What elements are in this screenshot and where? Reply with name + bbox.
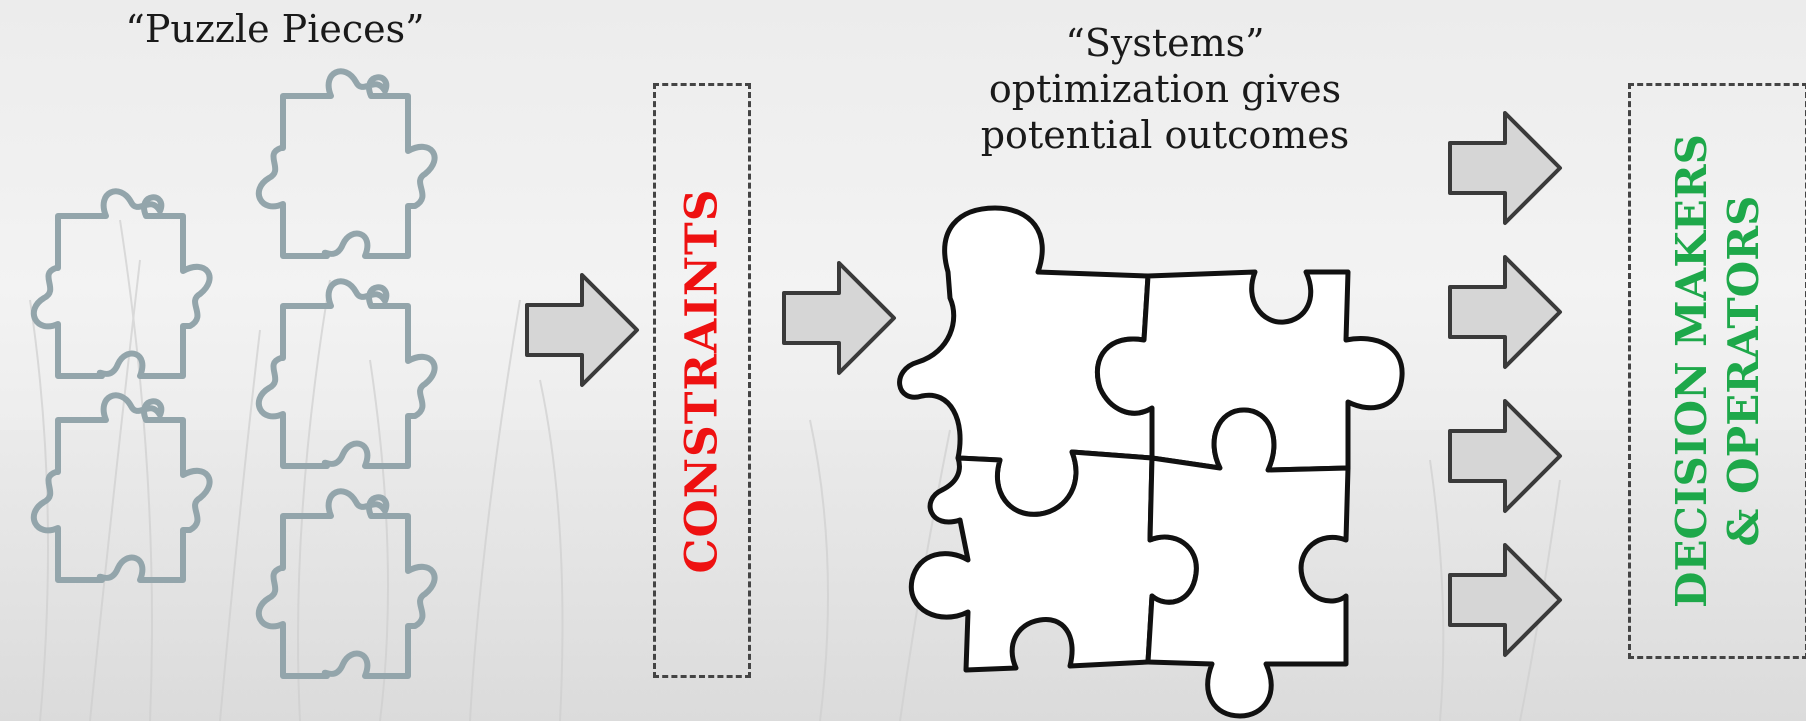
systems-title: “Systems” optimization gives potential o…: [880, 20, 1450, 158]
puzzle-pieces-title-text: “Puzzle Pieces”: [125, 7, 425, 51]
decision-makers-line-1: DECISION MAKERS: [1667, 134, 1716, 608]
decision-makers-line-2: & OPERATORS: [1719, 195, 1768, 547]
systems-title-line-1: “Systems”: [1065, 21, 1265, 65]
decision-makers-box: DECISION MAKERS & OPERATORS: [1628, 83, 1806, 659]
systems-title-line-3: potential outcomes: [980, 113, 1350, 157]
assembled-piece-bottom-right: [1145, 407, 1351, 719]
decision-makers-label: DECISION MAKERS & OPERATORS: [1666, 134, 1770, 608]
systems-title-line-2: optimization gives: [988, 67, 1342, 111]
constraints-box: CONSTRAINTS: [653, 83, 751, 678]
assembled-piece-bottom-left: [908, 449, 1199, 673]
constraints-label: CONSTRAINTS: [676, 187, 728, 574]
puzzle-pieces-title: “Puzzle Pieces”: [40, 6, 510, 52]
